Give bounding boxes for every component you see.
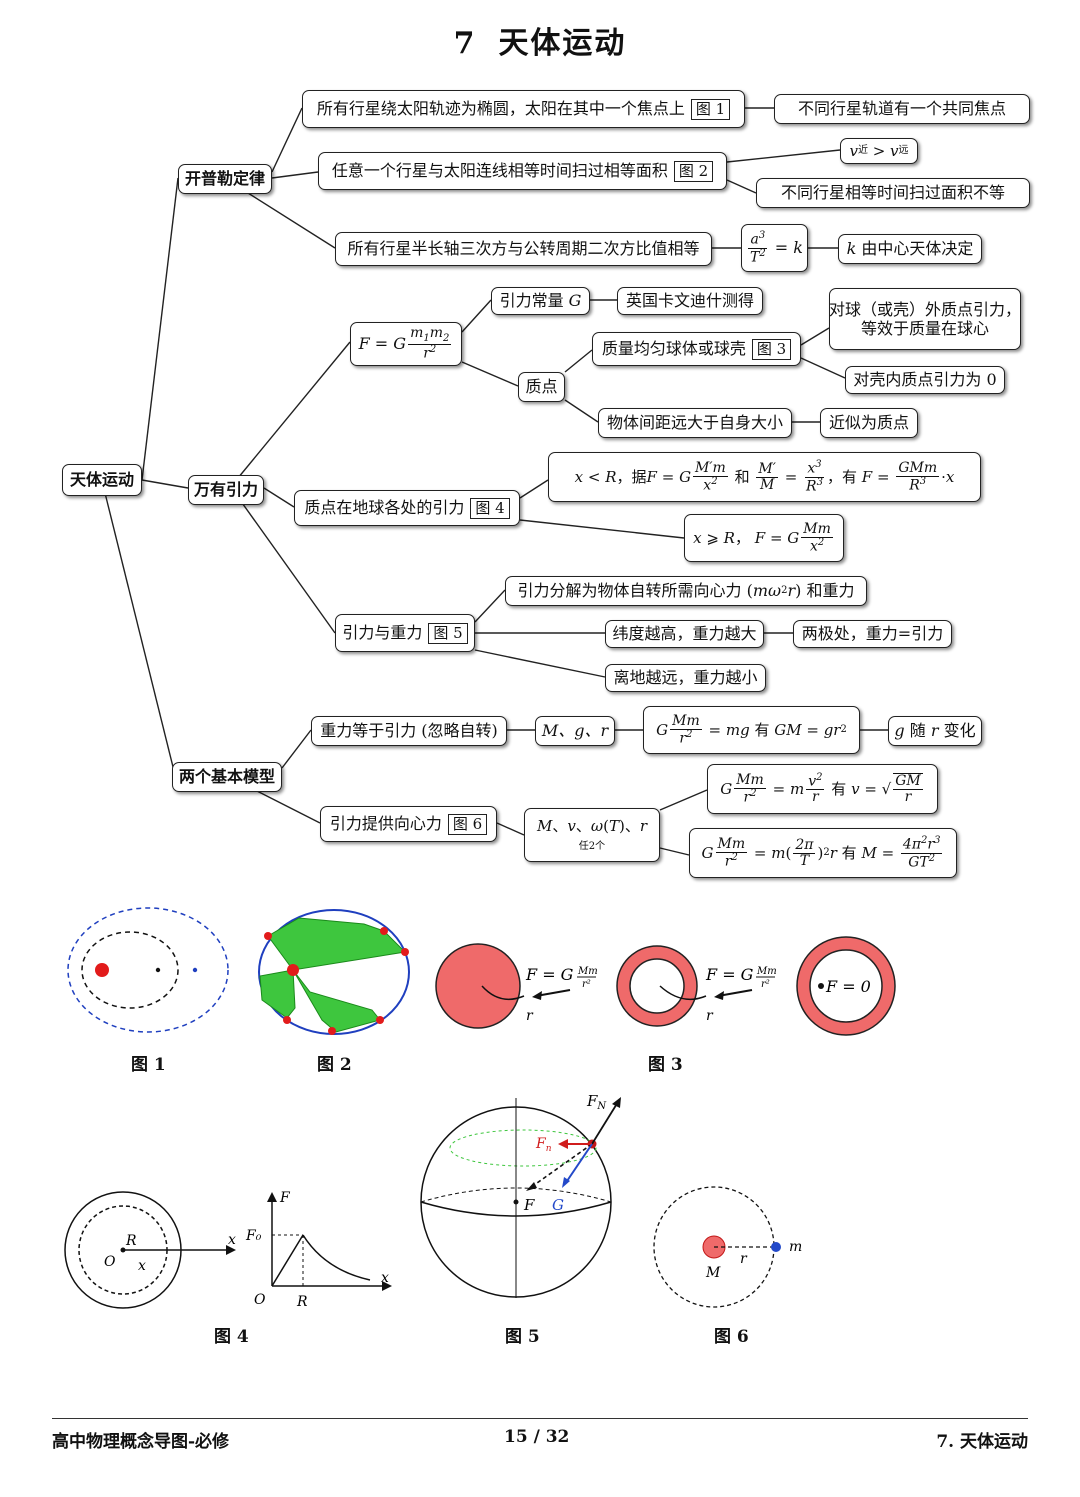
- gravity-shell-inside: 对壳内质点引力为 0: [845, 366, 1005, 394]
- figure1-label: 图 1: [131, 1055, 166, 1075]
- figure3-zero-label: F = 0: [825, 977, 871, 996]
- gravity-far-note: 近似为质点: [820, 408, 918, 438]
- figure2-label: 图 2: [317, 1055, 352, 1075]
- branch-kepler: 开普勒定律: [178, 164, 272, 194]
- model1-vars: M、g、r: [535, 716, 615, 746]
- svg-text:O: O: [254, 1292, 266, 1308]
- svg-text:Mm: Mm: [577, 966, 598, 977]
- gravity-height: 离地越远，重力越小: [605, 664, 766, 692]
- kepler-law2-note: 不同行星相等时间扫过面积不等: [756, 178, 1030, 208]
- svg-text:F₀: F₀: [245, 1228, 262, 1244]
- svg-text:r: r: [706, 1008, 714, 1024]
- svg-text:F: F: [279, 1190, 291, 1206]
- svg-text:r: r: [740, 1251, 748, 1267]
- model1-note: g 随 r 变化: [888, 716, 982, 746]
- svg-text:F = G: F = G: [705, 965, 754, 984]
- figure3-label: 图 3: [648, 1055, 683, 1075]
- figure3-diagram: F = G Mm r² r F = G Mm r² r F = 0: [435, 936, 896, 1036]
- gravity-far-apart: 物体间距远大于自身大小: [598, 408, 792, 438]
- figure4-diagram: R O x x F F₀ O R x: [64, 1190, 392, 1310]
- svg-text:FN: FN: [586, 1092, 607, 1112]
- gravity-constant-note: 英国卡文迪什测得: [617, 287, 763, 315]
- model2-node: 引力提供向心力图 6: [320, 806, 497, 842]
- kepler-law1-node: 所有行星绕太阳轨迹为椭圆，太阳在其中一个焦点上图 1: [302, 90, 745, 128]
- figure6-label: 图 6: [714, 1327, 749, 1347]
- figure4-label: 图 4: [214, 1327, 249, 1347]
- svg-text:r: r: [526, 1008, 534, 1024]
- figure2-diagram: [258, 909, 410, 1035]
- svg-text:Mm: Mm: [756, 966, 777, 977]
- svg-text:x: x: [228, 1232, 236, 1248]
- svg-text:M: M: [705, 1265, 721, 1281]
- gravity-sphere: 质量均匀球体或球壳图 3: [592, 332, 801, 366]
- gravity-particle: 质点: [518, 372, 565, 402]
- gravity-earth-node: 质点在地球各处的引力图 4: [294, 490, 520, 526]
- branch-gravity: 万有引力: [188, 475, 264, 505]
- figures-row-2: R O x x F F₀ O R x FN Fn F G: [64, 1092, 802, 1310]
- mindmap-connectors: [104, 107, 888, 856]
- svg-text:r²: r²: [582, 979, 591, 990]
- svg-text:R: R: [296, 1294, 308, 1310]
- svg-text:O: O: [104, 1254, 116, 1270]
- gravity-weight-node: 引力与重力图 5: [335, 614, 475, 652]
- footer-right: 7. 天体运动: [936, 1432, 1028, 1452]
- gravity-pole: 两极处，重力=引力: [793, 620, 952, 648]
- svg-text:G: G: [552, 1196, 564, 1214]
- figure6-diagram: M r m: [653, 1186, 802, 1308]
- figure1-diagram: [67, 907, 229, 1033]
- model1-node: 重力等于引力 (忽略自转): [311, 716, 507, 746]
- branch-models: 两个基本模型: [172, 762, 282, 792]
- footer-left: 高中物理概念导图-必修: [52, 1432, 230, 1452]
- figure5-diagram: FN Fn F G: [420, 1092, 621, 1298]
- footer-page: 15 / 32: [504, 1427, 570, 1447]
- kepler-law1-note: 不同行星轨道有一个共同焦点: [774, 94, 1030, 124]
- kepler-law2-node: 任意一个行星与太阳连线相等时间扫过相等面积图 2: [318, 152, 727, 190]
- svg-text:R: R: [125, 1233, 137, 1249]
- svg-text:Fn: Fn: [535, 1136, 552, 1154]
- svg-text:F: F: [523, 1196, 535, 1214]
- figures-row-1: F = G Mm r² r F = G Mm r² r F = 0: [67, 907, 896, 1036]
- svg-text:r²: r²: [761, 979, 770, 990]
- page-footer: 高中物理概念导图-必修 15 / 32 7. 天体运动: [52, 1418, 1028, 1452]
- figure5-label: 图 5: [505, 1327, 540, 1347]
- svg-text:x: x: [381, 1270, 389, 1286]
- gravity-sphere-outside: 对球（或壳）外质点引力，等效于质量在球心: [829, 288, 1021, 350]
- gravity-constant: 引力常量 G: [491, 287, 590, 315]
- gravity-latitude: 纬度越高，重力越大: [605, 620, 764, 648]
- root-node: 天体运动: [62, 464, 142, 496]
- kepler-law3-node: 所有行星半长轴三次方与公转周期二次方比值相等: [335, 232, 712, 266]
- kepler-law3-note: k 由中心天体决定: [838, 234, 982, 264]
- svg-text:F = G: F = G: [525, 965, 574, 984]
- svg-text:m: m: [789, 1239, 802, 1255]
- svg-text:x: x: [138, 1258, 146, 1274]
